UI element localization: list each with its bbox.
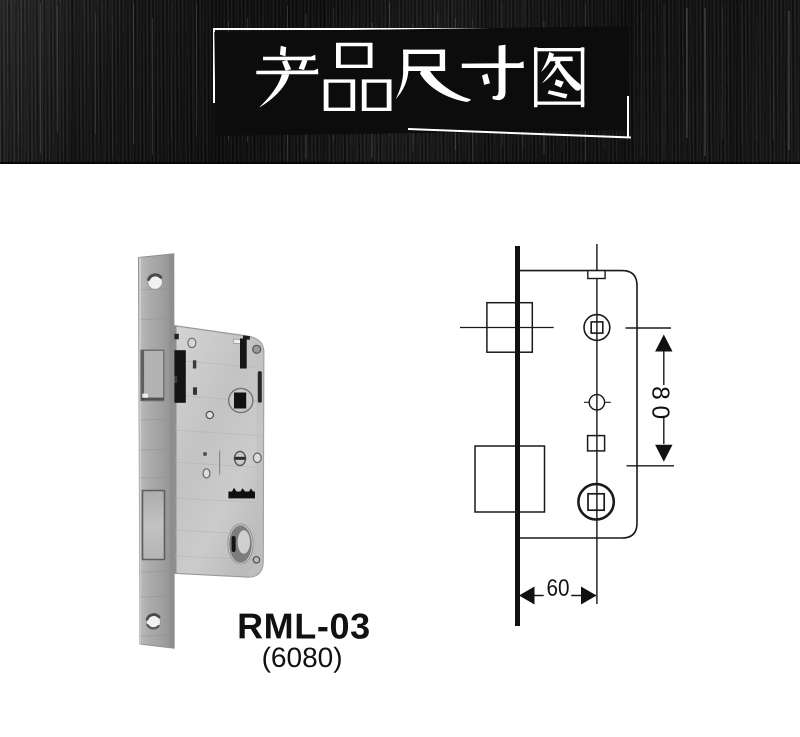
svg-text:(6080): (6080) [262,642,343,673]
svg-text:80: 80 [647,386,674,419]
svg-text:60: 60 [547,575,570,601]
svg-text:RML-03: RML-03 [237,605,371,646]
